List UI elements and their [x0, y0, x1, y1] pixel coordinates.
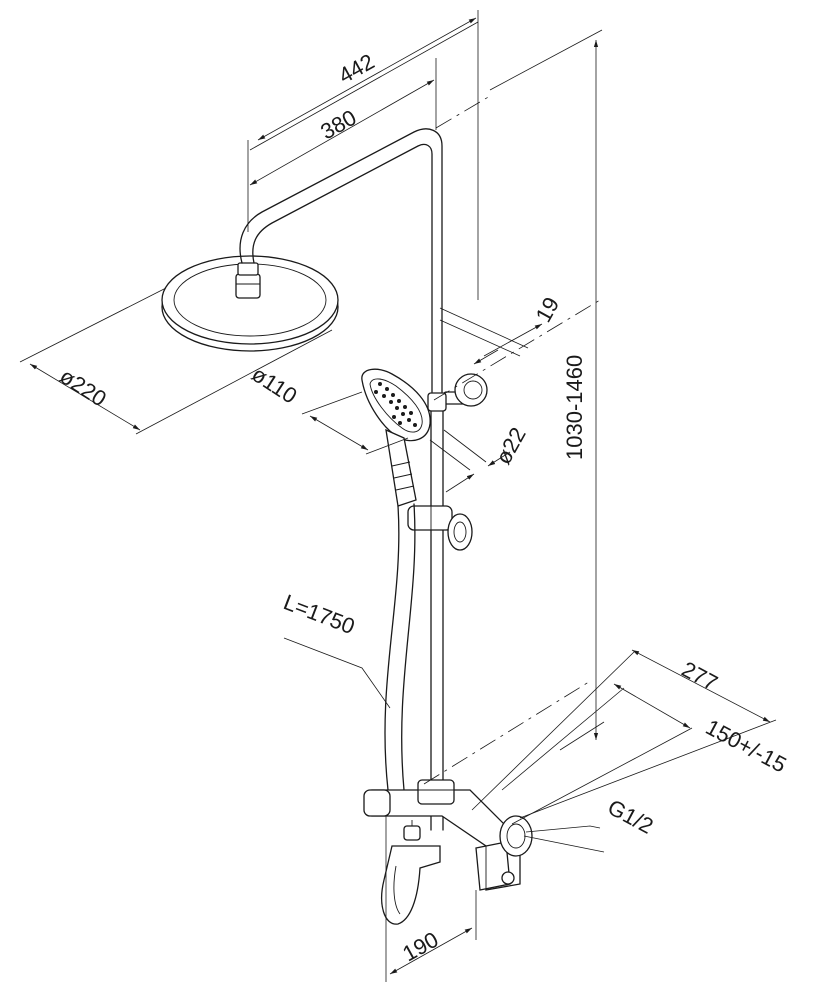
label-380: 380 — [316, 105, 360, 145]
label-rail-diameter: ø22 — [491, 423, 531, 468]
wall-bracket-top — [443, 373, 488, 407]
dimension-height: 1030-1460 — [489, 29, 605, 751]
rain-shower-head — [161, 255, 339, 352]
label-height: 1030-1460 — [562, 355, 587, 460]
label-head-diameter: ø220 — [55, 363, 111, 411]
diverter-knob — [403, 820, 421, 841]
center-lines — [423, 95, 601, 785]
dimension-19: 19 — [439, 293, 565, 365]
hand-shower — [361, 368, 431, 507]
dimension-442: 442 — [247, 10, 479, 300]
dimension-inlet-spacing: 150+/-15 — [501, 683, 791, 825]
thermostatic-mixer — [363, 779, 521, 891]
hand-shower-slider — [407, 505, 473, 551]
label-hand-shower-diameter: ø110 — [247, 361, 301, 408]
shower-hose — [384, 503, 416, 791]
label-connection-thread: G1/2 — [604, 794, 658, 838]
shower-head-connector — [235, 262, 261, 299]
label-hose-length: L=1750 — [280, 589, 358, 639]
dimension-rail-diameter: ø22 — [429, 423, 531, 493]
label-depth: 277 — [678, 656, 722, 695]
label-442: 442 — [334, 49, 378, 89]
nozzle-pattern — [374, 382, 417, 427]
wall-connector — [499, 815, 533, 857]
hose-length-callout: L=1750 — [280, 589, 391, 709]
label-19: 19 — [531, 293, 565, 327]
label-inlet-spacing: 150+/-15 — [702, 714, 791, 777]
bath-spout — [381, 845, 441, 925]
connection-thread-callout: G1/2 — [523, 794, 658, 853]
label-mixer-width: 190 — [398, 927, 442, 967]
riser-rail — [430, 410, 444, 831]
rail-clamp — [427, 392, 447, 412]
